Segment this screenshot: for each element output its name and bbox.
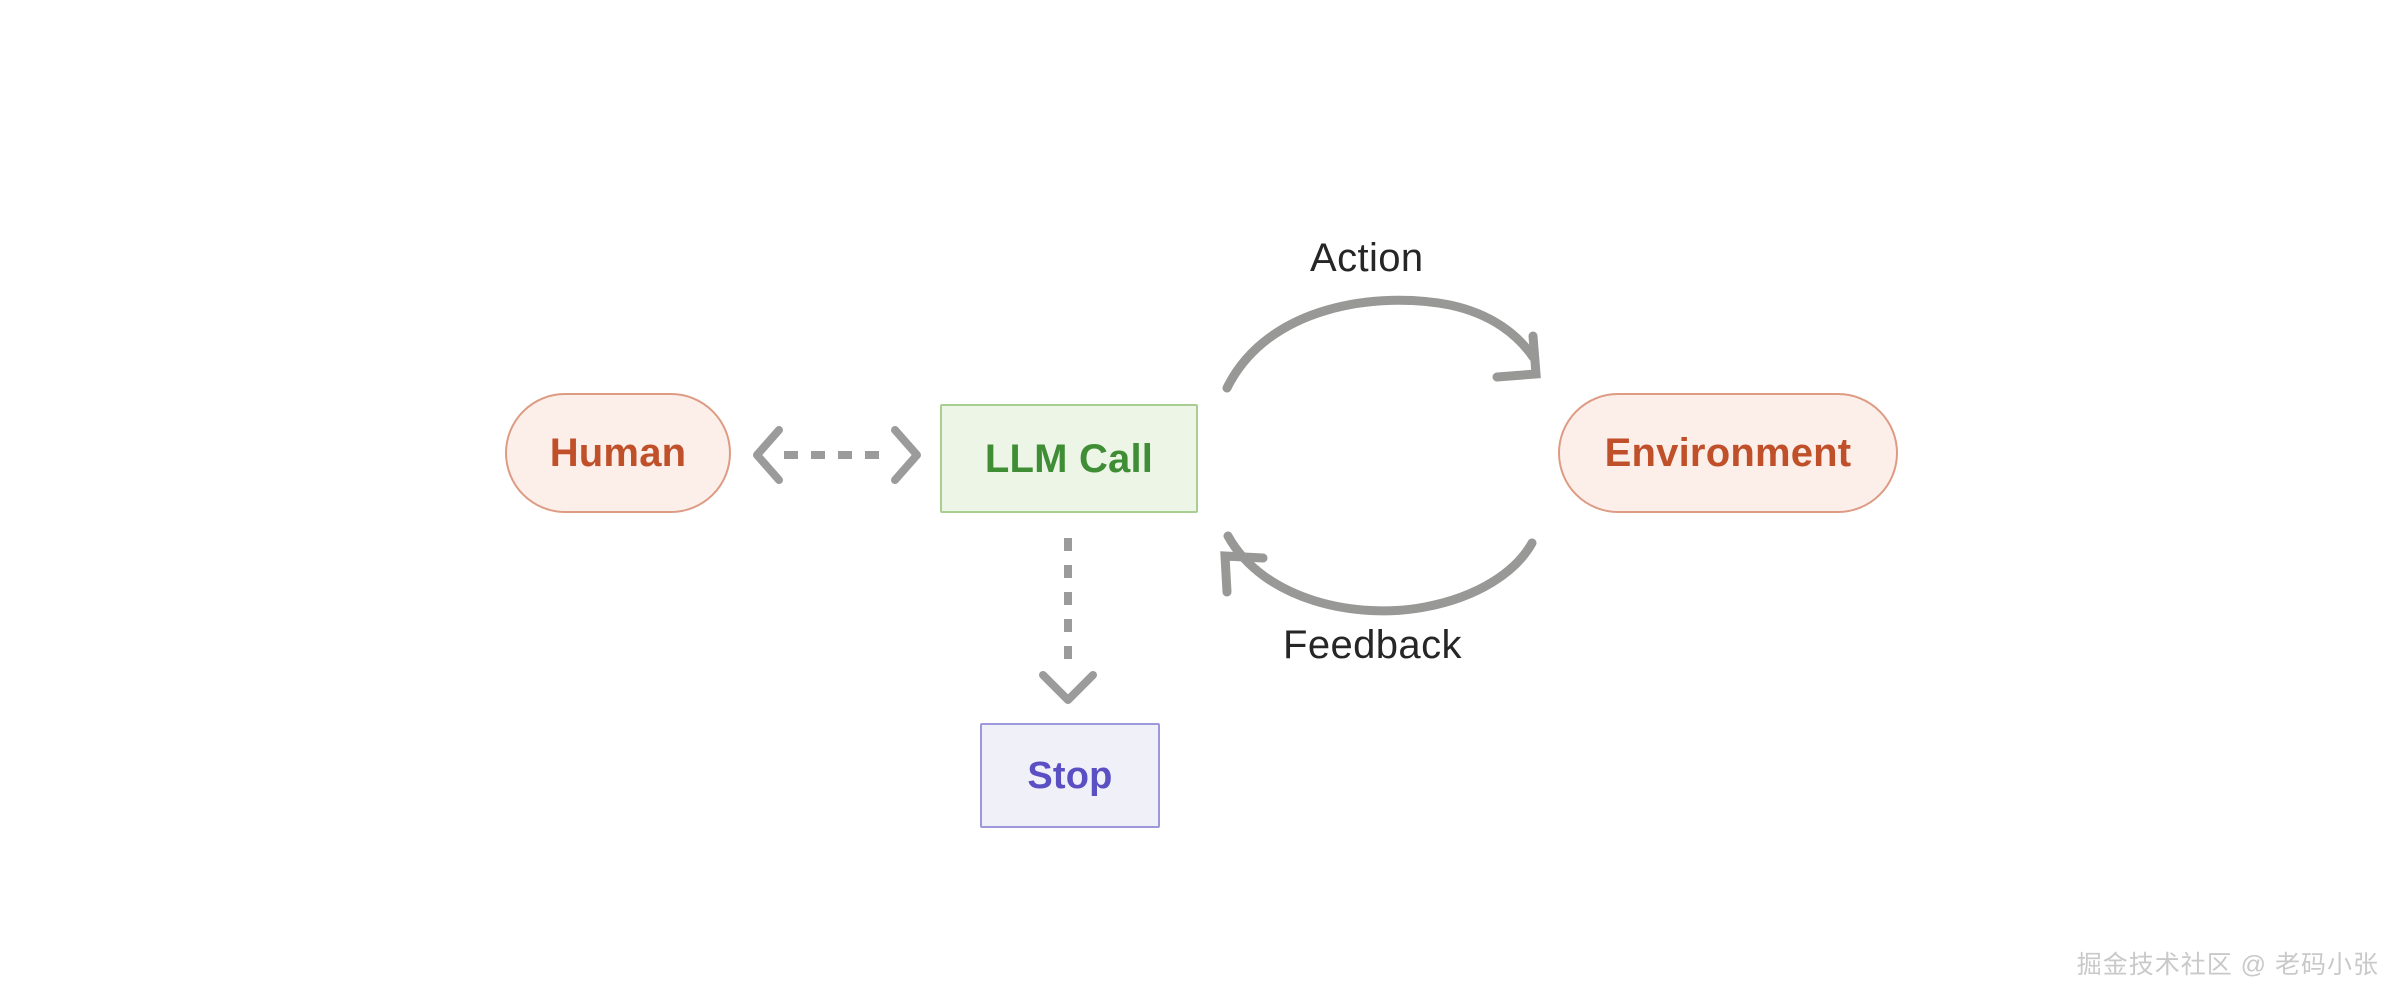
node-environment[interactable]: Environment — [1558, 393, 1898, 513]
edge-action — [1222, 295, 1541, 393]
edge-feedback — [1220, 531, 1537, 616]
arrowhead-down-icon — [1039, 671, 1097, 704]
node-stop-label: Stop — [1027, 754, 1113, 797]
node-llm-call[interactable]: LLM Call — [940, 404, 1198, 513]
node-llm-call-label: LLM Call — [984, 436, 1154, 481]
node-stop[interactable]: Stop — [980, 723, 1160, 828]
edge-llm-call-stop — [1039, 538, 1097, 704]
watermark-text: 掘金技术社区 @ 老码小张 — [2076, 951, 2379, 979]
arrowhead-right-icon — [891, 426, 921, 484]
feedback-arc — [1223, 531, 1537, 616]
action-arrowhead-icon — [1492, 331, 1541, 382]
action-arc — [1222, 295, 1538, 393]
arrowhead-left-icon — [753, 426, 783, 484]
edge-label-feedback: Feedback — [1283, 623, 1462, 667]
node-environment-label: Environment — [1604, 431, 1852, 475]
edge-label-action: Action — [1310, 236, 1424, 280]
feedback-arrowhead-icon — [1220, 551, 1268, 597]
node-human-label: Human — [549, 431, 687, 475]
node-human[interactable]: Human — [505, 393, 731, 513]
edge-human-llm-call — [753, 426, 921, 484]
